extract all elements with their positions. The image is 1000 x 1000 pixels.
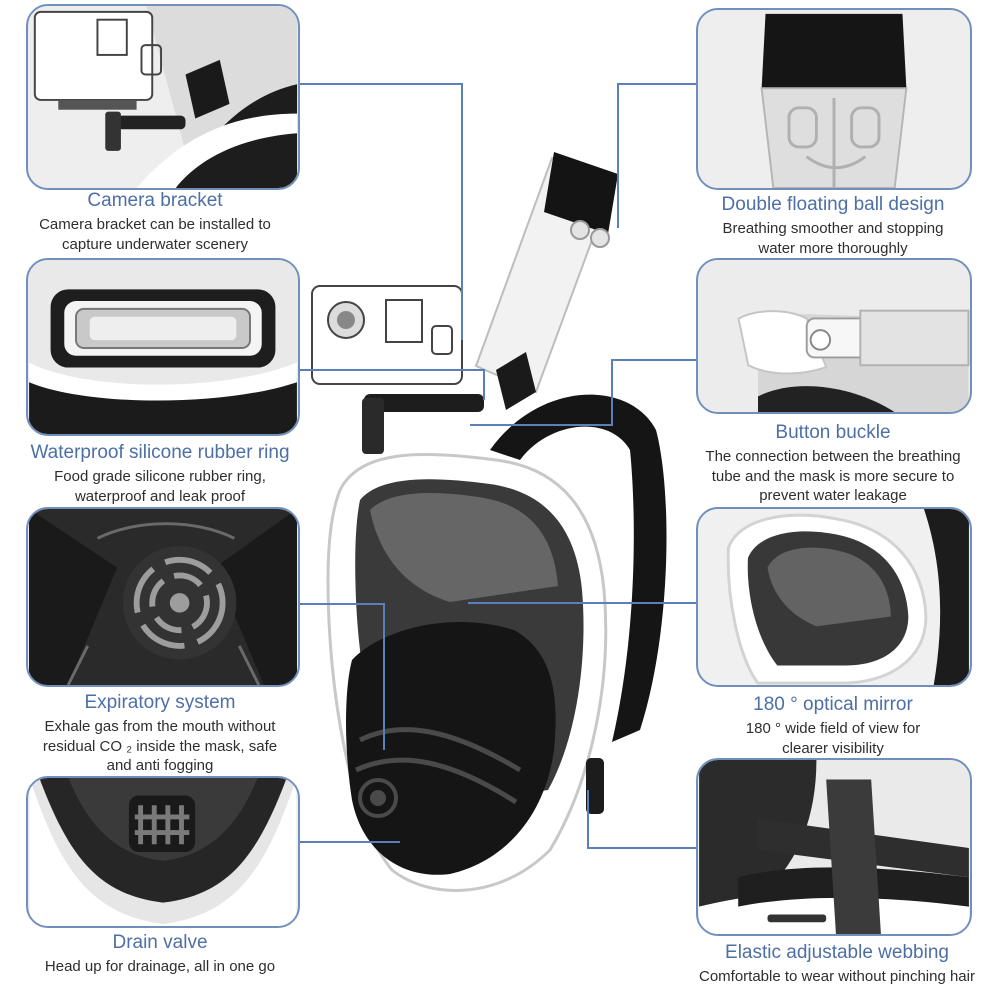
optical-mirror-illustration — [699, 509, 969, 685]
webbing-photo — [696, 758, 972, 936]
expiratory-system-title: Expiratory system — [84, 692, 236, 713]
snorkel-mask-product — [311, 152, 667, 892]
drain-valve-caption: Drain valve Head up for drainage, all in… — [10, 932, 310, 977]
drain-valve-photo — [26, 776, 300, 928]
floating-ball-title: Double floating ball design — [721, 194, 945, 215]
silicone-ring-photo — [26, 258, 300, 436]
silicone-ring-illustration — [29, 260, 297, 434]
webbing-caption: Elastic adjustable webbing Comfortable t… — [687, 942, 987, 987]
expiratory-system-illustration — [29, 509, 297, 685]
floating-ball-desc: Breathing smoother and stopping water mo… — [722, 220, 944, 257]
optical-mirror-photo — [696, 507, 972, 687]
camera-bracket-desc: Camera bracket can be installed to captu… — [39, 216, 271, 253]
webbing-desc: Comfortable to wear without pinching hai… — [699, 968, 975, 985]
drain-valve-illustration — [29, 778, 297, 926]
button-buckle-desc: The connection between the breathing tub… — [705, 448, 961, 504]
optical-mirror-caption: 180 ° optical mirror 180 ° wide field of… — [683, 694, 983, 758]
camera-bracket-illustration — [28, 6, 298, 188]
floating-ball-illustration — [699, 10, 969, 188]
drain-valve-title: Drain valve — [112, 932, 208, 953]
button-buckle-photo — [696, 258, 972, 414]
optical-mirror-title: 180 ° optical mirror — [753, 694, 913, 715]
webbing-title: Elastic adjustable webbing — [725, 942, 949, 963]
drain-valve-desc: Head up for drainage, all in one go — [44, 958, 276, 975]
floating-ball-photo — [696, 8, 972, 190]
floating-ball-caption: Double floating ball design Breathing sm… — [683, 194, 983, 258]
expiratory-system-caption: Expiratory system Exhale gas from the mo… — [10, 692, 310, 776]
webbing-illustration — [699, 760, 969, 934]
expiratory-system-desc: Exhale gas from the mouth without residu… — [42, 718, 278, 774]
button-buckle-caption: Button buckle The connection between the… — [683, 422, 983, 506]
button-buckle-title: Button buckle — [775, 422, 891, 443]
optical-mirror-desc: 180 ° wide field of view for clearer vis… — [745, 720, 921, 757]
camera-bracket-caption: Camera bracket Camera bracket can be ins… — [5, 190, 305, 254]
silicone-ring-desc: Food grade silicone rubber ring, waterpr… — [54, 468, 266, 505]
silicone-ring-caption: Waterproof silicone rubber ring Food gra… — [10, 442, 310, 506]
expiratory-system-photo — [26, 507, 300, 687]
camera-bracket-title: Camera bracket — [87, 190, 223, 211]
camera-bracket-photo — [26, 4, 300, 190]
button-buckle-illustration — [699, 260, 970, 412]
silicone-ring-title: Waterproof silicone rubber ring — [30, 442, 290, 463]
